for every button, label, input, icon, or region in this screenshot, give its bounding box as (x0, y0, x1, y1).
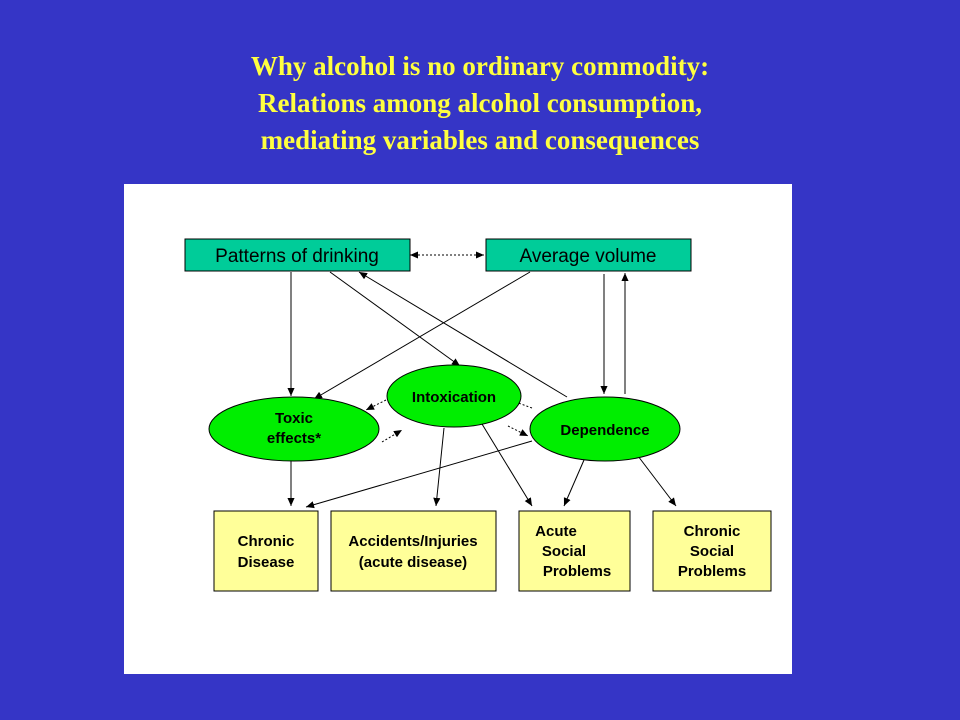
node-toxic-effects: Toxic effects* (208, 396, 380, 462)
arrow-dependence-patterns (358, 271, 568, 398)
chronic-social-line-1: Chronic (684, 523, 741, 540)
node-accidents-injuries: Accidents/Injuries (acute disease) (330, 510, 497, 592)
chronic-social-line-2: Social (690, 543, 734, 560)
toxic-label-line-2: effects* (267, 430, 321, 447)
title-line-3: mediating variables and consequences (260, 125, 700, 155)
node-intoxication: Intoxication (386, 364, 522, 428)
arrow-dependence-acute-social (563, 459, 585, 507)
title-line-2: Relations among alcohol consumption, (257, 88, 703, 118)
diagram-canvas: Patterns of drinking Average volume Toxi… (184, 238, 772, 592)
diagram-arrows (287, 251, 677, 509)
node-patterns-of-drinking: Patterns of drinking (184, 238, 411, 272)
arrow-toxic-intoxication (381, 429, 403, 443)
arrow-dependence-chronic-disease (305, 440, 533, 509)
arrow-dependence-chronic-social (637, 455, 677, 507)
acute-social-line-2: Social (542, 543, 586, 560)
arrow-intoxication-dependence (507, 425, 529, 437)
arrow-intoxication-toxic (365, 399, 387, 411)
intoxication-label: Intoxication (412, 389, 496, 406)
node-chronic-disease: Chronic Disease (213, 510, 319, 592)
arrow-patterns-intoxication (329, 271, 461, 367)
accidents-line-1: Accidents/Injuries (348, 533, 477, 550)
chronic-disease-line-1: Chronic (238, 533, 295, 550)
arrow-intoxication-accidents (433, 427, 445, 507)
slide-title: Why alcohol is no ordinary commodity: Re… (0, 48, 960, 159)
patterns-label: Patterns of drinking (215, 246, 379, 267)
toxic-label-line-1: Toxic (275, 410, 313, 427)
title-line-1: Why alcohol is no ordinary commodity: (250, 51, 710, 81)
acute-social-line-1: Acute (535, 523, 577, 540)
chronic-social-line-3: Problems (678, 563, 746, 580)
volume-label: Average volume (520, 246, 657, 267)
node-dependence: Dependence (529, 396, 681, 462)
arrow-intoxication-acute-social (481, 423, 533, 507)
diagram-panel: Patterns of drinking Average volume Toxi… (124, 184, 792, 674)
node-average-volume: Average volume (485, 238, 692, 272)
node-acute-social-problems: Acute Social Problems (518, 510, 631, 592)
node-chronic-social-problems: Chronic Social Problems (652, 510, 772, 592)
chronic-disease-line-2: Disease (238, 554, 295, 571)
accidents-line-2: (acute disease) (359, 554, 467, 571)
arrow-volume-toxic (313, 271, 531, 400)
acute-social-line-3: Problems (543, 563, 611, 580)
dependence-label: Dependence (560, 422, 649, 439)
